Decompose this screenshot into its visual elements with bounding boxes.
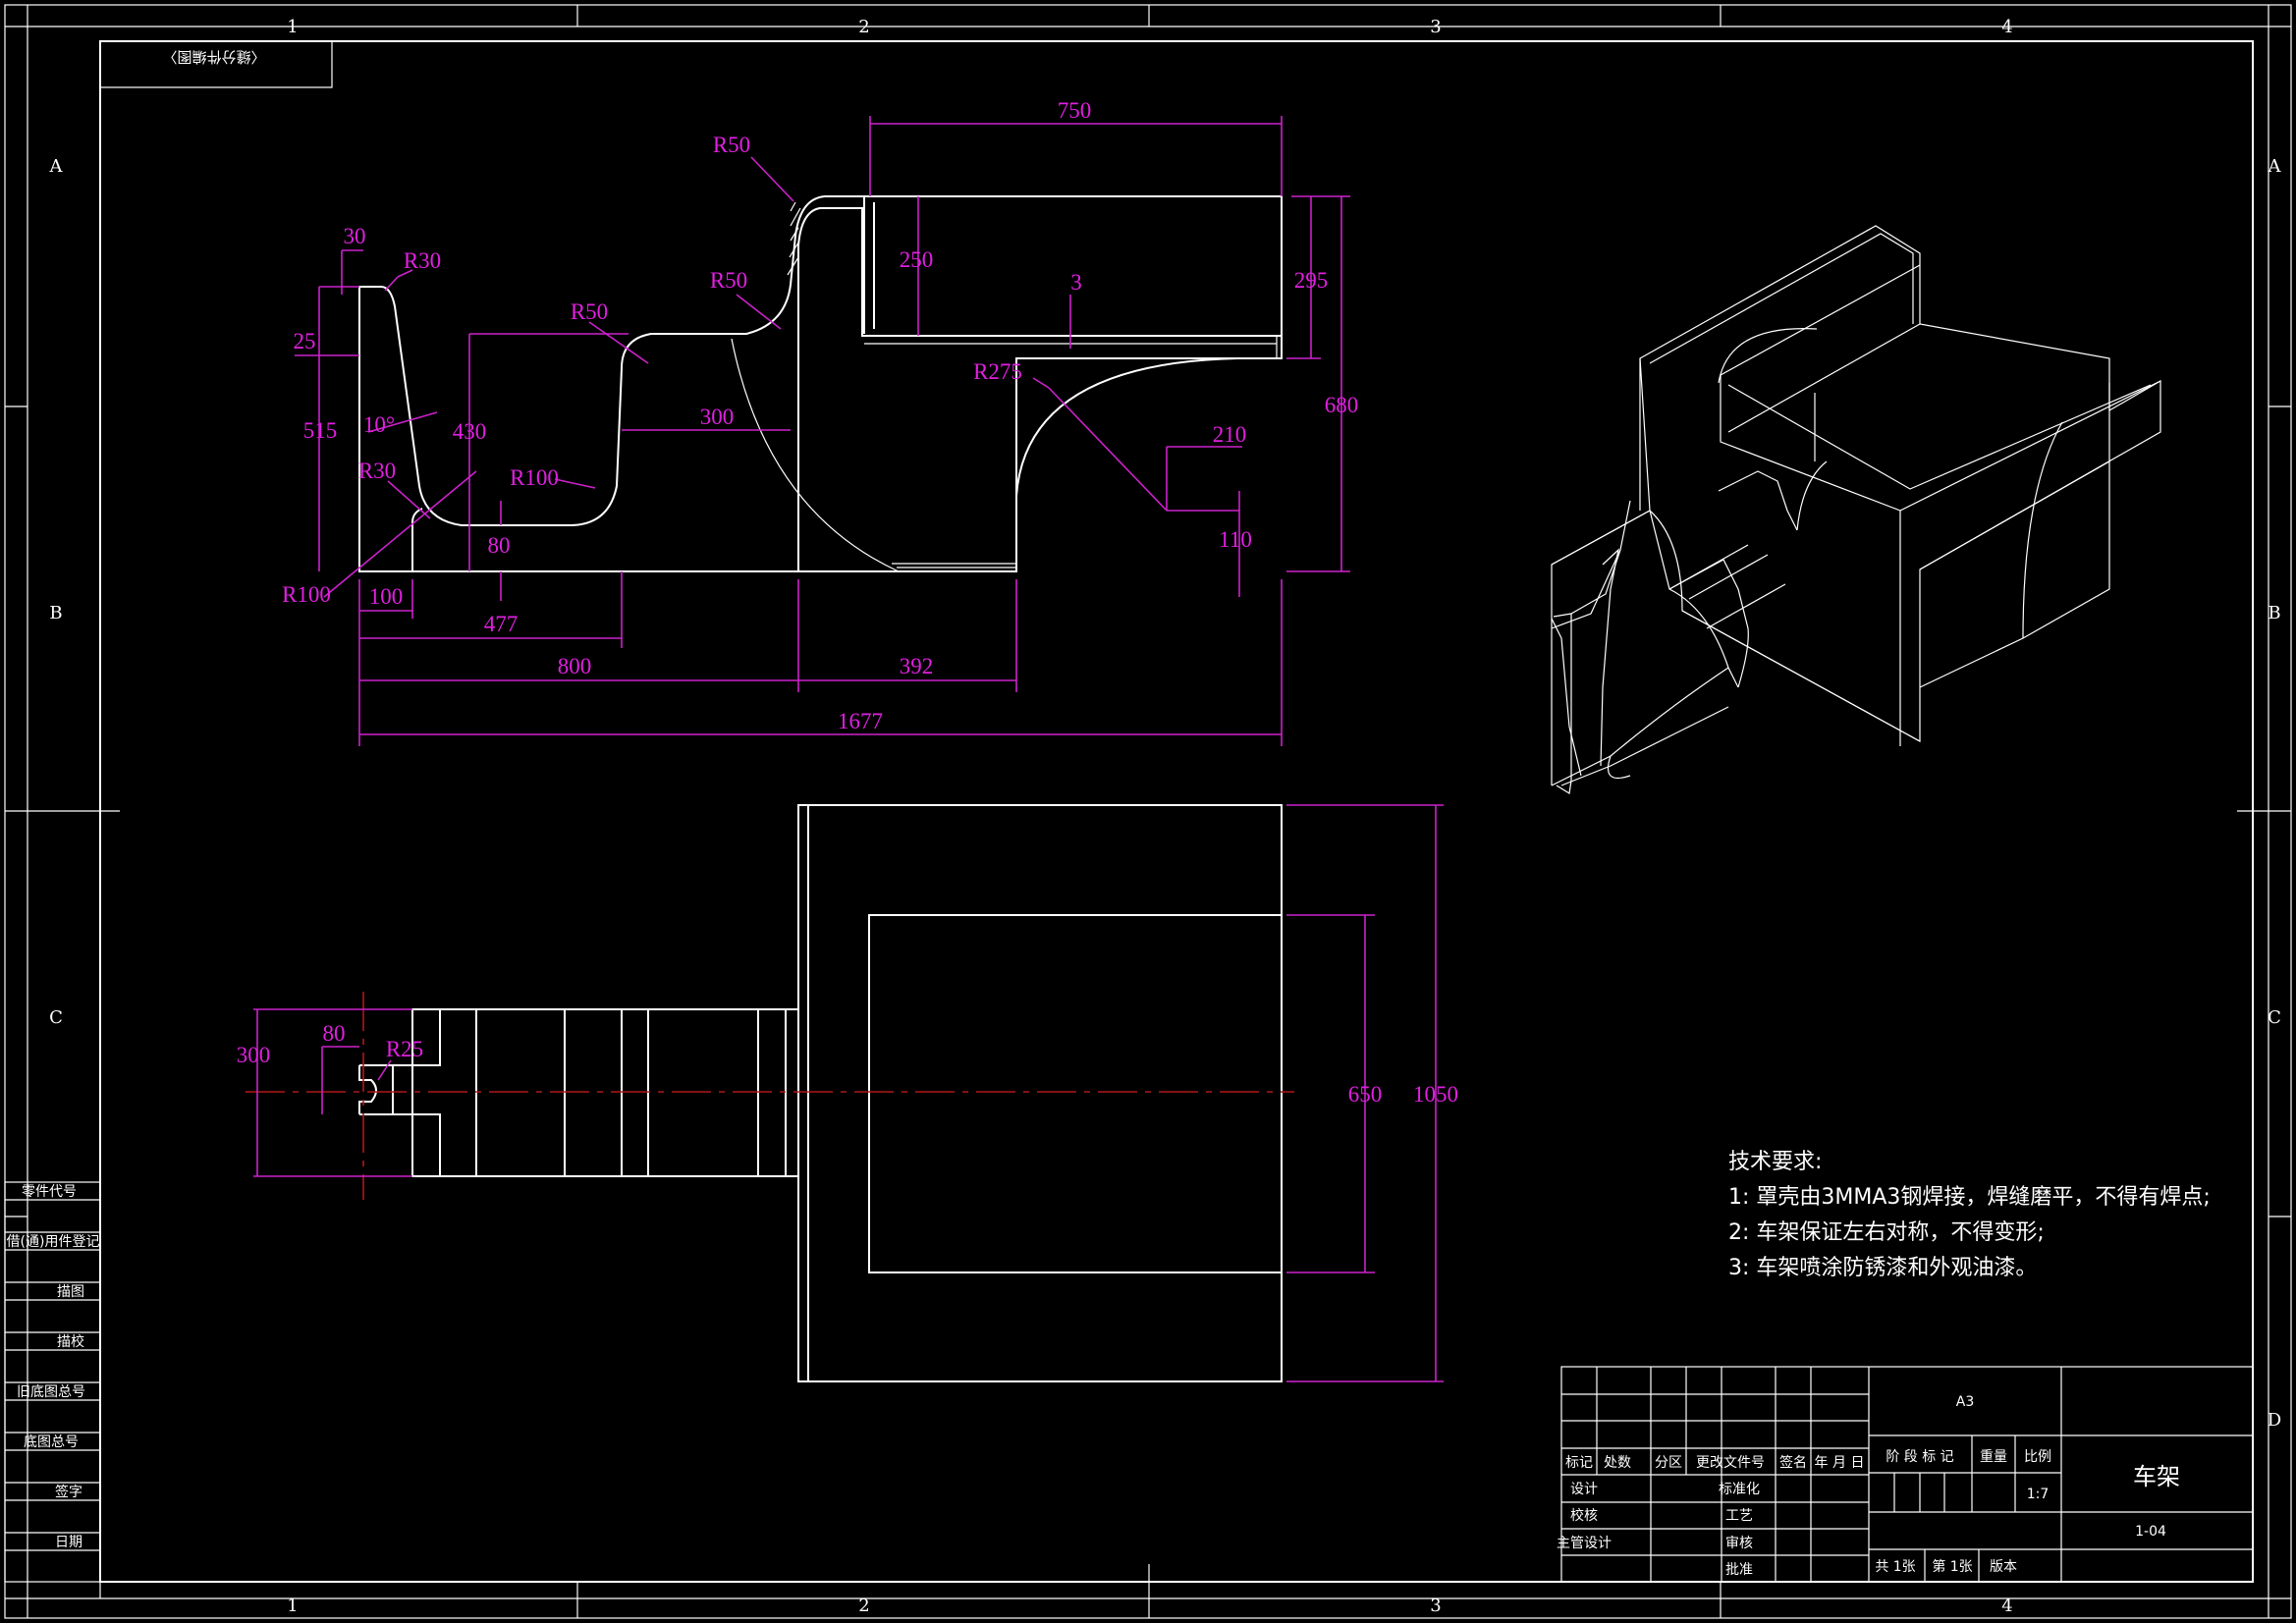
col-label: 3 xyxy=(1430,1596,1441,1616)
dim-80-top: 80 xyxy=(323,1021,346,1046)
tb-header: 处数 xyxy=(1604,1455,1631,1471)
dim-210: 210 xyxy=(1213,422,1247,447)
side-panel: 零件代号 借(通)用件登记 描图 描校 旧底图总号 底图总号 签字 日期 xyxy=(4,1181,101,1583)
zone-labels: 1 2 3 4 1 2 3 4 A B C A B C D xyxy=(49,17,2282,1616)
col-label: 1 xyxy=(287,17,298,37)
tb-scale-value: 1:7 xyxy=(2027,1487,2050,1502)
tb-header: 更改文件号 xyxy=(1696,1455,1765,1471)
dim-392: 392 xyxy=(900,654,934,678)
row-label: B xyxy=(2268,603,2280,623)
front-view xyxy=(358,195,1283,572)
corner-stamp: 〈缝分件编图〉 xyxy=(99,40,333,88)
radius-r50-top: R50 xyxy=(713,133,750,157)
tb-sheet-no: 第 1张 xyxy=(1932,1558,1972,1575)
row-label: C xyxy=(2268,1007,2281,1028)
dim-80: 80 xyxy=(488,533,511,558)
tech-requirements-title: 技术要求: xyxy=(1728,1150,1822,1174)
tb-role: 主管设计 xyxy=(1557,1536,1612,1551)
tb-role2: 审核 xyxy=(1725,1536,1753,1551)
tb-drawing-no: 1-04 xyxy=(2135,1524,2166,1540)
side-panel-label: 借(通)用件登记 xyxy=(7,1234,100,1250)
tech-requirement-item: 1: 罩壳由3MMA3钢焊接，焊缝磨平，不得有焊点; xyxy=(1728,1185,2211,1210)
row-label: B xyxy=(49,603,62,623)
side-panel-label: 描图 xyxy=(57,1284,84,1300)
radius-r30-bottom: R30 xyxy=(358,459,396,483)
dim-100: 100 xyxy=(369,584,404,609)
dim-250: 250 xyxy=(900,247,934,272)
tech-requirement-item: 2: 车架保证左右对称，不得变形; xyxy=(1728,1220,2045,1245)
col-label: 4 xyxy=(2001,1596,2012,1616)
dim-300-top: 300 xyxy=(237,1043,271,1067)
radius-r275: R275 xyxy=(973,359,1022,384)
isometric-view xyxy=(1551,225,2161,794)
dim-25: 25 xyxy=(294,329,316,353)
radius-r100-mid: R100 xyxy=(510,465,559,490)
tb-sheets-total: 共 1张 xyxy=(1875,1559,1915,1575)
dim-477: 477 xyxy=(484,612,519,636)
tb-scale-label: 比例 xyxy=(2024,1449,2051,1465)
tb-stage-label: 阶 段 标 记 xyxy=(1886,1449,1953,1465)
dim-650: 650 xyxy=(1348,1082,1383,1107)
radius-r30-top: R30 xyxy=(404,248,441,273)
dim-295: 295 xyxy=(1294,268,1329,293)
row-label: D xyxy=(2268,1410,2281,1431)
dim-1677: 1677 xyxy=(838,709,883,733)
radius-r50-left: R50 xyxy=(571,299,608,324)
radius-r25: R25 xyxy=(386,1037,423,1061)
dim-680: 680 xyxy=(1325,393,1359,417)
dim-angle: 10° xyxy=(363,412,395,437)
side-panel-label: 描校 xyxy=(57,1333,84,1350)
tb-header: 标记 xyxy=(1565,1455,1593,1471)
dim-30: 30 xyxy=(344,224,366,248)
radius-r100-left: R100 xyxy=(282,582,331,607)
side-panel-label: 日期 xyxy=(55,1535,82,1550)
tb-format: A3 xyxy=(1956,1394,1974,1410)
tb-role2: 工艺 xyxy=(1725,1508,1753,1524)
tb-weight-label: 重量 xyxy=(1980,1449,2007,1465)
dim-110: 110 xyxy=(1219,527,1252,552)
row-label: A xyxy=(49,156,64,177)
col-label: 2 xyxy=(858,1596,869,1616)
tb-version: 版本 xyxy=(1990,1559,2017,1575)
tb-role: 校核 xyxy=(1570,1507,1598,1524)
corner-stamp-text: 〈缝分件编图〉 xyxy=(162,48,265,66)
dim-430: 430 xyxy=(453,419,487,444)
dim-750: 750 xyxy=(1058,98,1092,123)
tb-header: 签名 xyxy=(1779,1454,1807,1471)
dim-1050: 1050 xyxy=(1413,1082,1458,1107)
top-view-dimensions: 300 80 R25 650 1050 xyxy=(237,804,1458,1382)
col-label: 2 xyxy=(858,17,869,37)
row-label: C xyxy=(49,1007,63,1028)
side-panel-label: 签字 xyxy=(55,1484,82,1500)
tb-header: 年 月 日 xyxy=(1815,1455,1865,1471)
dim-3: 3 xyxy=(1070,270,1082,295)
tb-role2: 标准化 xyxy=(1719,1482,1760,1497)
col-label: 3 xyxy=(1430,17,1441,37)
top-view xyxy=(246,804,1294,1382)
tech-requirements: 技术要求: 1: 罩壳由3MMA3钢焊接，焊缝磨平，不得有焊点; 2: 车架保证… xyxy=(1728,1150,2211,1280)
tb-part-name: 车架 xyxy=(2133,1463,2180,1490)
side-panel-label: 零件代号 xyxy=(22,1184,77,1200)
side-panel-label: 底图总号 xyxy=(24,1434,79,1450)
radius-r50-mid: R50 xyxy=(710,268,747,293)
col-label: 4 xyxy=(2001,17,2012,37)
tb-header: 分区 xyxy=(1655,1455,1682,1471)
title-block: 标记 处数 分区 更改文件号 签名 年 月 日 设计 校核 主管设计 标准化 工… xyxy=(1557,1366,2254,1583)
dim-515: 515 xyxy=(303,418,338,443)
tech-requirement-item: 3: 车架喷涂防锈漆和外观油漆。 xyxy=(1728,1256,2037,1280)
row-label: A xyxy=(2268,156,2282,177)
tb-role2: 批准 xyxy=(1725,1562,1753,1578)
front-view-dimensions: 750 250 295 680 3 30 25 515 430 300 80 2… xyxy=(282,98,1358,746)
drawing-frame xyxy=(4,4,2292,1619)
dim-300: 300 xyxy=(700,405,735,429)
side-panel-label: 旧底图总号 xyxy=(17,1384,85,1400)
dim-800: 800 xyxy=(558,654,592,678)
tb-role: 设计 xyxy=(1570,1482,1598,1497)
col-label: 1 xyxy=(287,1596,298,1616)
